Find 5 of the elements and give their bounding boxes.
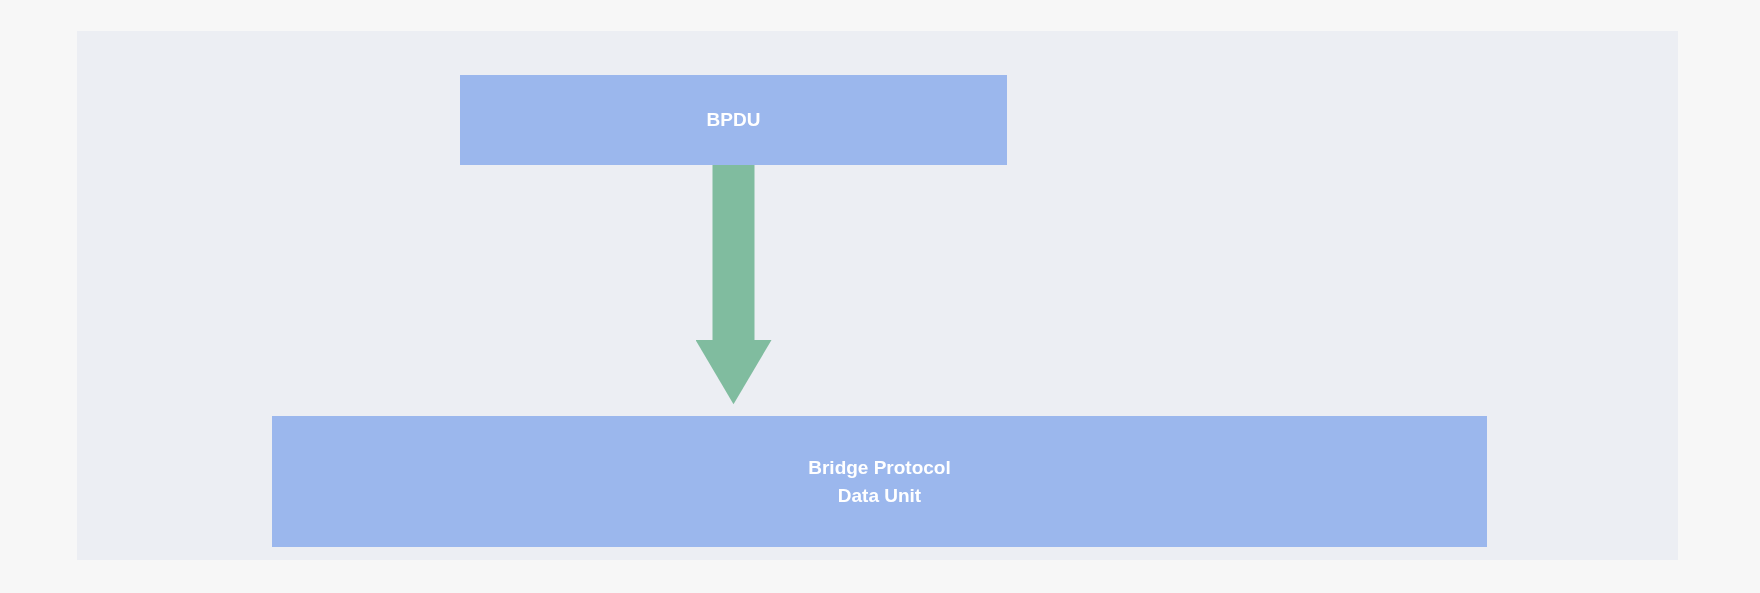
- box-label: BPDU: [705, 108, 762, 132]
- process-box: [272, 416, 1487, 547]
- process-box: [460, 75, 1007, 165]
- box-label: Bridge Protocol Data Unit: [807, 455, 952, 508]
- block-arrow: [695, 165, 772, 405]
